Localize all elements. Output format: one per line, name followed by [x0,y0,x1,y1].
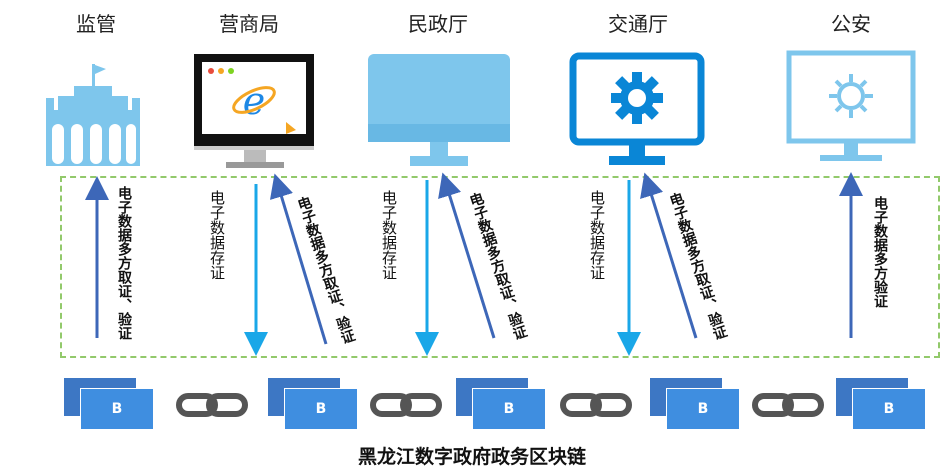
block-2: B [268,378,364,430]
up-arrow-civil [438,172,496,339]
chain-link-icon [752,393,824,417]
monitor-icon [368,54,510,166]
node-title-business-bureau: 营商局 [219,12,279,36]
diagram-caption: 黑龙江数字政府政务区块链 [357,446,587,468]
node-title-transport: 交通厅 [608,12,668,36]
block-3-label: B [472,388,546,430]
up-arrow-transport [640,172,698,339]
chain-link-icon [176,393,248,417]
label-store-civil: 电子数据存证 [380,190,398,280]
block-4-label: B [666,388,740,430]
gear-monitor-icon [569,52,705,165]
chain-link-icon [560,393,632,417]
label-evidence-verify-supervision: 电子数据多方取证、验证 [116,186,132,340]
gear-monitor-outline-icon [786,50,916,161]
government-building-icon [46,64,140,166]
label-store-transport: 电子数据存证 [588,190,606,280]
label-verify-public-security: 电子数据多方验证 [872,196,888,308]
node-title-supervision: 监管 [76,12,116,36]
browser-monitor-icon: e [194,54,314,168]
up-arrow-business [269,173,328,345]
chain-link-icon [370,393,442,417]
block-5: B [836,378,932,430]
block-5-label: B [852,388,926,430]
block-1: B [64,378,160,430]
data-exchange-frame [60,176,940,358]
block-2-label: B [284,388,358,430]
node-title-public-security: 公安 [831,12,871,36]
node-title-civil-affairs: 民政厅 [408,12,468,36]
block-4: B [650,378,746,430]
block-3: B [456,378,552,430]
label-store-business: 电子数据存证 [208,190,226,280]
block-1-label: B [80,388,154,430]
